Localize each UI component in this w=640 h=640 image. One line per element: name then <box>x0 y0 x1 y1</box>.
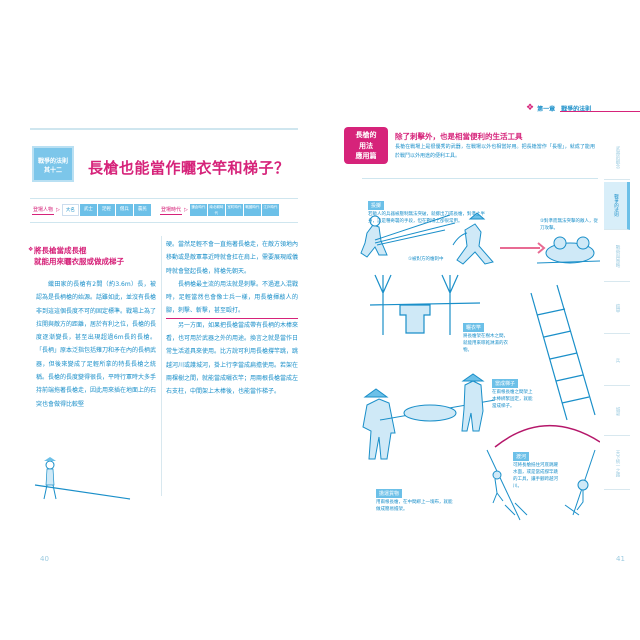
page-number: 40 <box>40 555 49 563</box>
intro-text: 長槍在戰場上是很優秀的武器，在戰場以外也相當好用。把長槍當作「長棍」，就成了能用… <box>395 144 595 159</box>
ladder-illustration <box>530 284 596 421</box>
item-label: 曬衣竿 <box>463 323 485 332</box>
item-text: 在兩根長槍之間架上木棒綁緊固定，就能當成梯子。 <box>492 390 533 409</box>
tag: 室町時代 <box>225 204 243 216</box>
tag: 武士 <box>79 204 97 216</box>
item-carrying: 擔運貨物 用兩根長槍，在中間綁上一塊布，就能做成簡易擔架。 <box>376 480 454 513</box>
note-1: ①被對方的槍刺中 <box>408 257 444 262</box>
side-tab[interactable]: 城郭 <box>604 388 630 436</box>
item-river-crossing: 渡河 可將長槍抵住河底跳躍水面，或是當成撐竿跳的工具，讓手腳跨越河川。 <box>513 443 559 490</box>
spear-soldier-illustration <box>34 457 131 500</box>
drying-pole-illustration <box>369 274 481 335</box>
tag: 江戶時代 <box>261 204 279 216</box>
chapter-title: 第一章 戰爭的法則 <box>537 105 592 113</box>
divider <box>30 198 298 199</box>
body-column-1: 織田家的長槍有2間（約3.6m）長，被認為是長柄槍的始源。話雖如此，並沒有長槍非… <box>36 281 156 408</box>
subheading-line: 將長槍當成長棍 <box>34 246 87 255</box>
paragraph: 另一方面，如果把長槍當成帶有長柄的木棒來看，也可用於武器之外的用途。換言之就是當… <box>166 321 299 396</box>
paragraph: 硬。當然足輕不會一直拖著長槍走，在敵方領地內移動或是敵軍靠近時就會扛在肩上，需要… <box>166 241 299 275</box>
item-text: 用兩根長槍，在中間綁上一塊布，就能做成簡易擔架。 <box>376 500 453 512</box>
tag: 僧兵 <box>115 204 133 216</box>
badge-line: 用法 <box>359 141 373 150</box>
era-label: 登場時代 <box>160 207 183 215</box>
tag: 戰國時代 <box>243 204 261 216</box>
divider <box>30 128 298 130</box>
tag: 鎌倉時代 <box>189 204 207 216</box>
tag: 大名 <box>61 204 79 216</box>
tag: 農民 <box>133 204 151 216</box>
character-tags: 登場人物▷ 大名 武士 足輕 僧兵 農民 <box>32 204 152 216</box>
side-tab[interactable]: 鎧甲 <box>604 284 630 334</box>
tag: 南北朝時代 <box>207 204 225 216</box>
river-crossing-illustration <box>486 449 596 521</box>
item-ladder: 當成梯子 在兩根長槍之間架上木棒綁緊固定，就能當成梯子。 <box>492 370 536 410</box>
item-text: 可將長槍抵住河底跳躍水面，或是當成撐竿跳的工具，讓手腳跨越河川。 <box>513 463 558 489</box>
side-tab[interactable]: 兵 <box>604 336 630 386</box>
subheading-line: 就能用來曬衣服或做成梯子 <box>34 257 124 266</box>
item-text: 若敵人的兵器被壓制無法突破，就擲出刀或長槍，對準上半身，這是種奇襲的手段，但在戰… <box>368 212 485 224</box>
fallen-enemy-illustration <box>536 236 600 264</box>
side-tab[interactable]: 武將的觀念 <box>604 135 630 180</box>
page-number: 41 <box>616 555 625 563</box>
divider <box>560 111 640 112</box>
item-label: 渡河 <box>513 452 530 461</box>
subheading: ❖ 將長槍當成長棍 就能用來曬衣服或做成梯子 <box>28 245 158 267</box>
badge-line: 應用篇 <box>355 152 377 160</box>
carrying-illustration <box>362 373 496 460</box>
side-tab-active[interactable]: 戰爭的法則 <box>604 182 630 230</box>
usage-illustrations <box>360 212 600 521</box>
column-divider <box>161 236 162 496</box>
tag: 足輕 <box>97 204 115 216</box>
era-tags: 登場時代▷ 鎌倉時代 南北朝時代 室町時代 戰國時代 江戶時代 <box>160 204 279 216</box>
item-label: 投擲 <box>368 201 385 210</box>
usage-badge: 長槍的 用法 應用篇 <box>344 127 388 164</box>
diamond-icon: ❖ <box>526 103 535 113</box>
divider <box>362 178 598 179</box>
section-box: 戰爭的法則 其十二 <box>32 146 74 182</box>
item-drying-pole: 曬衣竿 將長槍架在樹木之間，就能用來晾乾淋濕的衣物。 <box>463 314 511 354</box>
page-title: 長槍也能當作曬衣竿和梯子？ <box>88 159 290 177</box>
divider <box>30 222 298 223</box>
item-label: 當成梯子 <box>492 379 519 388</box>
throwing-illustration <box>360 212 494 265</box>
item-throwing: 投擲 若敵人的兵器被壓制無法突破，就擲出刀或長槍，對準上半身，這是種奇襲的手段，… <box>368 192 486 225</box>
right-heading: 除了刺擊外，也是相當便利的生活工具 <box>395 132 523 141</box>
badge-line: 長槍的 <box>355 131 377 139</box>
note-2: ②對準而無法突擊的敵人，從刀攻擊。 <box>540 219 599 231</box>
body-column-2: 硬。當然足輕不會一直拖著長槍走，在敵方領地內移動或是敵軍靠近時就會扛在肩上，需要… <box>166 238 298 399</box>
side-tab[interactable]: 戰術與策略 <box>604 232 630 282</box>
paragraph: 長柄槍最主流的用法就是刺擊。不過進入混戰時，足輕當然也會像士兵一樣，用長槍揮敲人… <box>166 278 298 319</box>
side-tab[interactable]: 天下統一之路 <box>604 438 630 490</box>
jump-arc <box>494 425 600 448</box>
chapter-label: ❖ 第一章 戰爭的法則 <box>526 103 591 113</box>
characters-label: 登場人物 <box>32 207 55 215</box>
item-label: 擔運貨物 <box>376 489 403 498</box>
item-text: 將長槍架在樹木之間，就能用來晾乾淋濕的衣物。 <box>463 334 508 353</box>
